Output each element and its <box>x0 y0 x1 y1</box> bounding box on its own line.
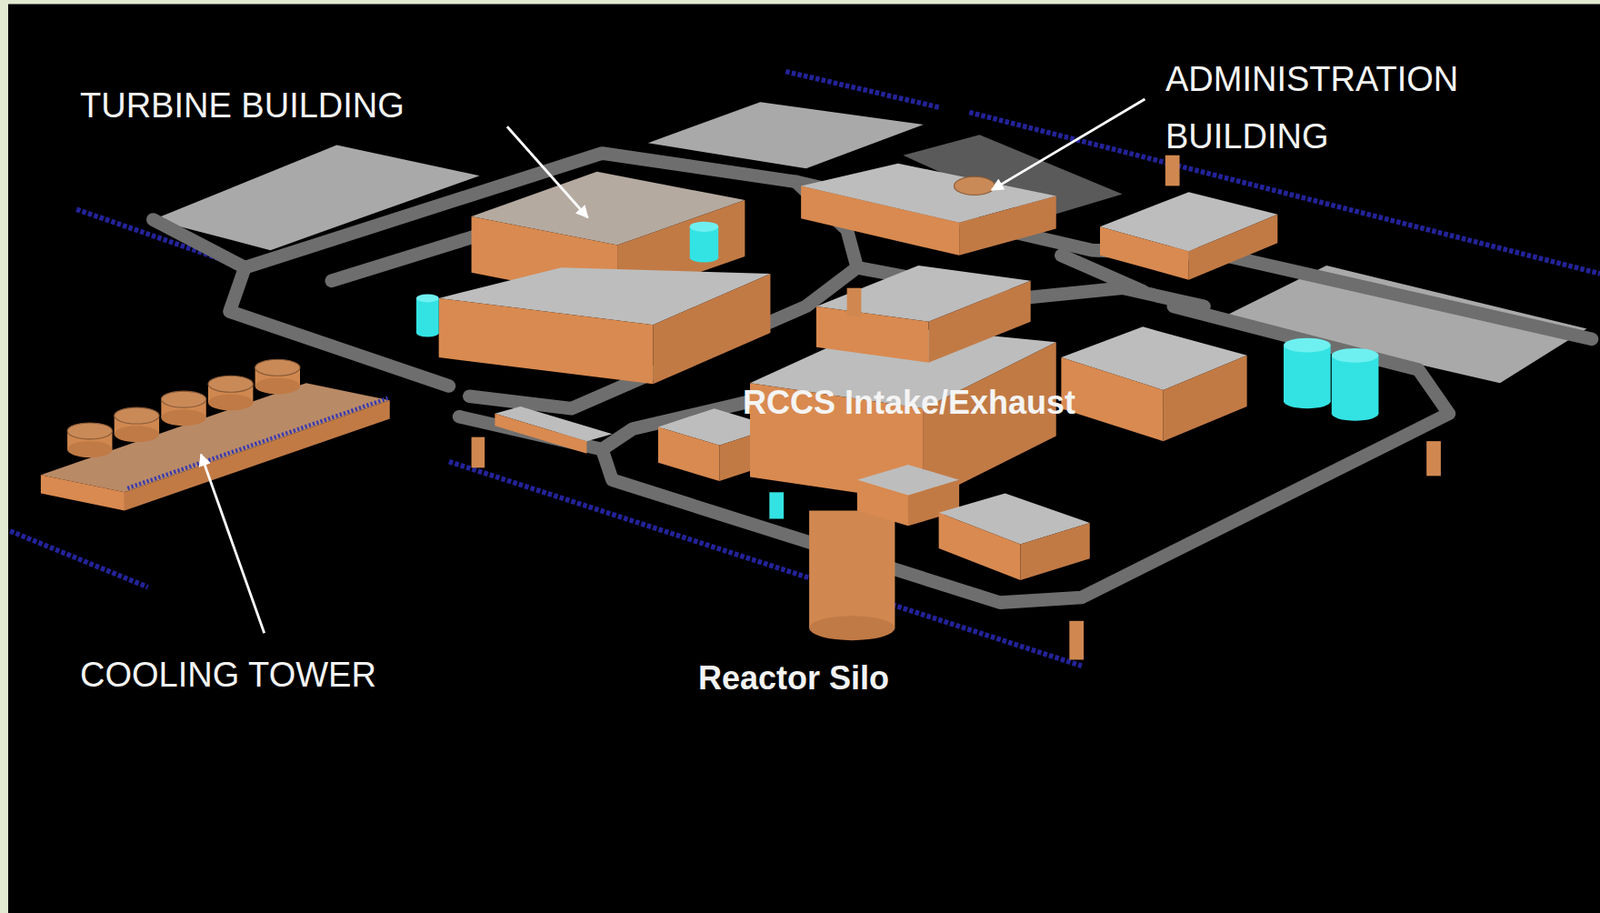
wall <box>959 196 1057 256</box>
wall <box>939 512 1021 580</box>
wall <box>652 273 770 384</box>
stack <box>1165 155 1180 187</box>
tank <box>1283 338 1331 409</box>
tower-cell <box>208 375 253 410</box>
leader-line <box>507 126 589 218</box>
wall <box>439 298 654 384</box>
stack <box>471 437 486 469</box>
fence <box>785 71 939 108</box>
reactor-building <box>658 265 1090 580</box>
wall <box>857 480 909 527</box>
tower-detail <box>127 398 388 489</box>
stack <box>847 288 862 317</box>
wall <box>816 306 929 363</box>
tank <box>690 221 719 263</box>
paved-pad <box>152 144 480 250</box>
cooling-tower <box>40 359 390 510</box>
tank <box>1331 348 1380 421</box>
reactor-silo <box>809 510 895 641</box>
paved-pad <box>648 101 924 169</box>
road <box>331 234 480 281</box>
leader-lines <box>200 99 1145 633</box>
callout-label: ADMINISTRATION BUILDING <box>1165 50 1530 165</box>
callout-label: COOLING TOWER <box>80 654 377 697</box>
tank <box>416 293 440 337</box>
wall <box>800 185 960 255</box>
stack <box>1426 440 1441 476</box>
fence <box>449 461 1082 667</box>
tank <box>769 491 784 519</box>
wall <box>928 280 1030 363</box>
pads <box>152 101 1587 383</box>
background <box>8 3 1600 913</box>
leader-line <box>991 99 1145 190</box>
tower-cell <box>160 390 206 426</box>
wall <box>1020 522 1090 580</box>
dome <box>953 176 995 195</box>
road <box>152 219 450 386</box>
tower-cell <box>67 422 112 458</box>
leader-line <box>200 454 265 634</box>
callout-label: Reactor Silo <box>698 658 890 698</box>
wall <box>1189 214 1279 280</box>
fences <box>10 71 1600 667</box>
wall <box>658 426 720 481</box>
wall <box>1163 355 1248 441</box>
tower-cell <box>255 359 300 394</box>
callout-label: TURBINE BUILDING <box>80 85 405 128</box>
corridor <box>494 413 587 454</box>
building <box>1100 191 1278 280</box>
tower-base-face <box>40 474 125 510</box>
tower-base-face <box>124 400 390 510</box>
administration-building <box>800 163 1057 256</box>
callout-label: RCCS Intake/Exhaust <box>742 382 1076 422</box>
east-building <box>1060 326 1247 441</box>
tower-cell <box>114 407 160 442</box>
wall <box>1060 357 1163 441</box>
small-stacks <box>471 155 1441 660</box>
fence <box>10 530 149 588</box>
stack <box>1069 620 1084 660</box>
tanks <box>416 221 1379 520</box>
wall <box>1100 226 1190 280</box>
